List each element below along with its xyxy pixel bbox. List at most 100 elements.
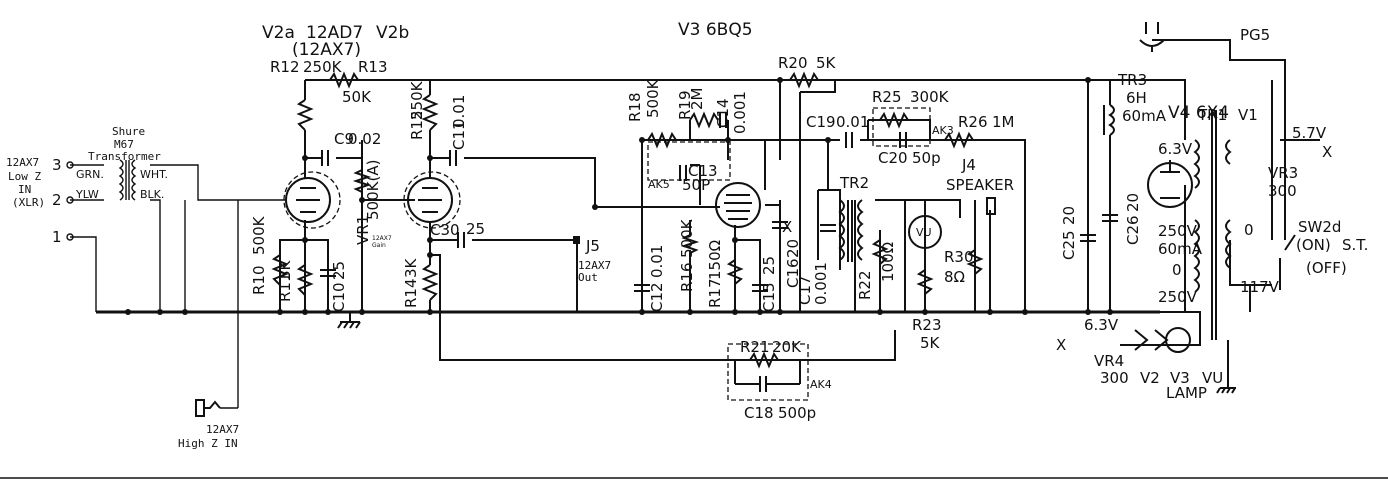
c11-value: 0.01 — [450, 95, 468, 128]
c16-label: C16 — [784, 258, 802, 288]
wire-wht-label: WHT. — [140, 168, 168, 181]
ak5-label: AK5 — [648, 178, 670, 191]
pin2-label: 2 — [52, 191, 62, 209]
x-mark-1: X — [782, 218, 792, 236]
r16-value: 500K — [678, 218, 696, 258]
resistor-r26 — [944, 131, 974, 149]
transformer-name-2: M67 — [114, 138, 134, 151]
c30-label: C30 — [430, 221, 460, 239]
sw2d-label: SW2d — [1298, 218, 1341, 236]
power-transformer-tr1 — [1193, 110, 1232, 340]
tube-v2-alt: (12AX7) — [292, 40, 361, 60]
sec-63v-label: 6.3V — [1158, 140, 1193, 158]
c9-value: 0.02 — [348, 130, 381, 148]
sec-60ma-label: 60mA — [1158, 240, 1203, 258]
tr3-value-2: 60mA — [1122, 107, 1167, 125]
lowz-label-3: IN — [18, 183, 31, 196]
vu-meter-symbol — [908, 215, 942, 249]
c20-label: C20 — [878, 149, 908, 167]
r18-label: R18 — [626, 92, 644, 122]
vr1-note-2: Gain — [372, 242, 386, 249]
pot-vr1 — [352, 169, 372, 193]
tube-v2b-shield — [403, 171, 461, 229]
tube-v2a-shield — [283, 171, 341, 229]
x-mark-2: X — [1322, 143, 1332, 161]
r10-value: 500K — [250, 215, 268, 255]
r11-label: R11 — [276, 272, 294, 302]
c13-label: C13 — [688, 162, 718, 180]
c20-value: 50p — [912, 149, 941, 167]
resistor-r14 — [421, 264, 439, 301]
resistor-r13 — [329, 71, 359, 89]
c15-value: 25 — [760, 256, 778, 275]
resistor-r19 — [689, 111, 719, 129]
speaker-jack-symbol — [986, 197, 996, 215]
tr1-label: TR1 — [1197, 106, 1227, 124]
c13-value: 50P — [682, 176, 710, 194]
vr1-value: 500K(A) — [364, 160, 382, 220]
choke-tr3 — [1103, 104, 1115, 136]
lowz-label-2: Low Z — [8, 170, 41, 183]
junction-dots — [125, 77, 1113, 315]
r13-value: 50K — [342, 88, 372, 106]
r16-label: R16 — [678, 262, 696, 292]
highz-jack-lead — [204, 400, 221, 409]
switch-sw2d — [1279, 234, 1296, 290]
r20-label: R20 — [778, 54, 808, 72]
c9-label: C9 — [334, 130, 354, 148]
pin2-terminal — [66, 196, 74, 204]
tr3-label: TR3 — [1117, 71, 1147, 89]
r22-value: 100Ω — [879, 242, 897, 282]
ak3-box — [872, 107, 931, 147]
sec-250v-label-a: 250V — [1158, 222, 1198, 240]
transformer-name-1: Shure — [112, 125, 145, 138]
power-rail-right — [1087, 80, 1111, 312]
heater-63v-label: 6.3V — [1084, 316, 1119, 334]
tube-v2b — [407, 177, 453, 223]
vr1-label: VR1 — [354, 215, 372, 245]
wire-grn-label: GRN. — [76, 168, 104, 181]
ak5-box — [647, 141, 731, 181]
lowz-label-1: 12AX7 — [6, 156, 39, 169]
v57-label: 5.7V — [1292, 124, 1327, 142]
j5-note-1: 12AX7 — [578, 259, 611, 272]
c16-value: 20 — [784, 239, 802, 258]
sw-off-label: (OFF) — [1306, 259, 1347, 277]
pin3-label: 3 — [52, 156, 62, 174]
r22-label: R22 — [856, 270, 874, 300]
c19-value: 0.01 — [836, 113, 869, 131]
ak4-label: AK4 — [810, 378, 832, 391]
tube-v3-label: V3 6BQ5 — [678, 20, 753, 40]
c18-value: 500p — [778, 404, 816, 422]
wire-ylw-label: YLW — [75, 188, 99, 201]
r11-value: 3K — [276, 259, 294, 280]
vr3-label: VR3 — [1268, 164, 1298, 182]
resistor-r20 — [789, 71, 819, 89]
c26-value: 20 — [1124, 193, 1142, 212]
sec-0-label: 0 — [1172, 261, 1182, 279]
r19-value: 2M — [688, 88, 706, 111]
tube-v2a-label: V2a — [262, 23, 295, 43]
c25-label: C25 — [1060, 230, 1078, 260]
r26-value: 1M — [992, 113, 1015, 131]
r18-value: 500K — [644, 78, 662, 118]
input-transformer — [118, 159, 137, 201]
tube-v2a — [285, 177, 331, 223]
r12-value: 250K — [303, 58, 343, 76]
vu-label: VU — [916, 226, 932, 239]
c11-label: C11 — [450, 120, 468, 150]
resistor-r17 — [726, 259, 744, 285]
resistor-r25 — [879, 111, 909, 129]
tube-v4 — [1147, 160, 1193, 208]
j4-label: J4 — [961, 156, 976, 174]
r17-label: R17 — [706, 278, 724, 308]
resistor-r30 — [966, 249, 984, 275]
c12-value: 0.01 — [648, 245, 666, 278]
c17-label: C17 — [796, 275, 814, 305]
lowz-label-4: (XLR) — [12, 196, 45, 209]
pin3-terminal — [66, 161, 74, 169]
sw-st-label: S.T. — [1342, 236, 1368, 254]
x-mark-3: X — [1056, 336, 1066, 354]
lamp-vu-label: VU — [1202, 369, 1223, 387]
